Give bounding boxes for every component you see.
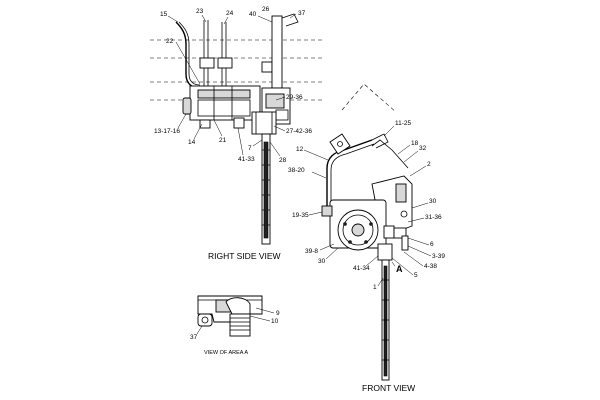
callout-23: 23 bbox=[196, 8, 204, 15]
callout-30-left: 30 bbox=[318, 258, 326, 265]
area-a-callouts: 9 10 37 bbox=[190, 307, 280, 341]
callout-37-top: 37 bbox=[298, 10, 306, 17]
callout-14: 14 bbox=[188, 139, 196, 146]
callout-41-34: 41-34 bbox=[353, 265, 370, 272]
right-side-callouts: 15 23 24 40 26 37 22 29-36 13-17-16 14 2… bbox=[154, 6, 312, 164]
callout-38-20: 38-20 bbox=[288, 167, 305, 174]
callout-5: 5 bbox=[414, 272, 418, 279]
callout-4-38: 4-38 bbox=[424, 263, 437, 270]
callout-39-8: 39-8 bbox=[305, 248, 318, 255]
callout-6: 6 bbox=[430, 241, 434, 248]
detail-bolt bbox=[229, 313, 251, 337]
callout-9: 9 bbox=[276, 310, 280, 317]
front-view-callouts: 11-25 12 18 32 2 38-20 30 31-36 19-35 6 … bbox=[288, 120, 445, 291]
callout-3-39: 3-39 bbox=[432, 253, 445, 260]
callout-10: 10 bbox=[271, 318, 279, 325]
callout-7: 7 bbox=[248, 145, 252, 152]
callout-2: 2 bbox=[427, 161, 431, 168]
callout-32: 32 bbox=[419, 145, 427, 152]
area-a-detail bbox=[197, 295, 263, 337]
callout-27-42-36: 27-42-36 bbox=[286, 128, 312, 135]
callout-19-35: 19-35 bbox=[292, 212, 309, 219]
callout-29-36: 29-36 bbox=[286, 94, 303, 101]
caption-view-of-area-a: VIEW OF AREA A bbox=[204, 350, 248, 356]
area-a-marker: A bbox=[396, 264, 403, 274]
end-plug bbox=[182, 97, 192, 115]
callout-28: 28 bbox=[279, 157, 287, 164]
caption-front-view: FRONT VIEW bbox=[362, 383, 415, 393]
callout-24: 24 bbox=[226, 10, 234, 17]
caption-right-side-view: RIGHT SIDE VIEW bbox=[208, 251, 281, 261]
callout-41-33: 41-33 bbox=[238, 156, 255, 163]
callout-21: 21 bbox=[219, 137, 227, 144]
front-view bbox=[321, 83, 413, 381]
callout-13-17-16: 13-17-16 bbox=[154, 128, 180, 135]
right-side-view bbox=[150, 13, 325, 245]
callout-1: 1 bbox=[373, 284, 377, 291]
tube-flange bbox=[329, 133, 351, 155]
callout-37-detail: 37 bbox=[190, 334, 198, 341]
callout-26: 26 bbox=[262, 6, 270, 13]
callout-11-25: 11-25 bbox=[395, 120, 412, 127]
callout-30-right: 30 bbox=[429, 198, 437, 205]
callout-15: 15 bbox=[160, 11, 168, 18]
callout-31-36: 31-36 bbox=[425, 214, 442, 221]
callout-12: 12 bbox=[296, 146, 304, 153]
callout-18: 18 bbox=[411, 140, 419, 147]
callout-22: 22 bbox=[166, 38, 174, 45]
riser-tube bbox=[271, 15, 283, 89]
callout-40: 40 bbox=[249, 11, 257, 18]
